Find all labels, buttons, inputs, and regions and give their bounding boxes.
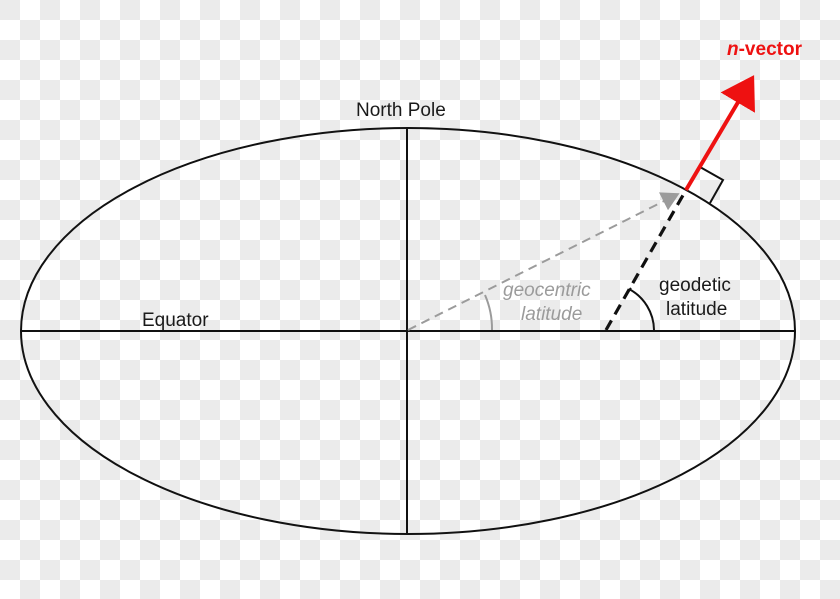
geocentric-latitude-label-line1: geocentric — [503, 280, 591, 301]
geodetic-latitude-label-line2: latitude — [666, 299, 727, 320]
geocentric-radius-line — [407, 192, 680, 331]
geocentric-latitude-label-line2: latitude — [521, 304, 582, 325]
geodetic-normal-line — [604, 189, 688, 331]
geodetic-arc-tick — [624, 287, 632, 297]
n-vector-label-italic: n — [727, 39, 739, 60]
geocentric-latitude-arc — [484, 294, 494, 331]
n-vector-label: n-vector — [727, 39, 803, 60]
right-angle-marker — [699, 166, 725, 204]
equator-label: Equator — [142, 310, 209, 331]
geodetic-latitude-label-line1: geodetic — [659, 275, 731, 296]
n-vector-arrow — [684, 75, 755, 192]
geodetic-latitude-arc — [628, 288, 655, 331]
north-pole-label: North Pole — [356, 100, 446, 121]
n-vector-label-suffix: -vector — [739, 39, 803, 60]
